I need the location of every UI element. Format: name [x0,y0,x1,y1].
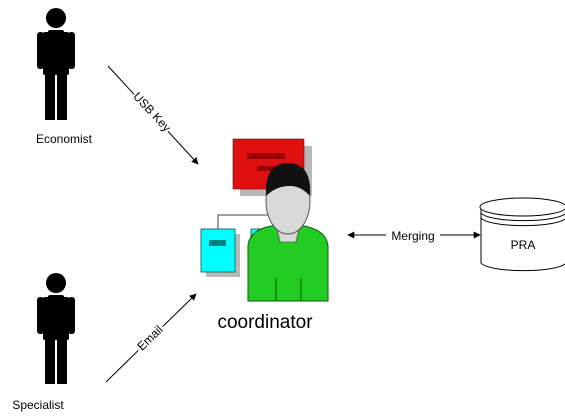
merging-label: Merging [391,229,434,243]
specialist-person-icon [37,273,75,384]
usb-label: USB Key [130,89,173,134]
cyan-document-bar [209,240,226,246]
coordinator-person-icon [247,162,329,302]
red-document-bar [257,166,287,171]
economist-person-icon [37,8,75,120]
document-connector [217,214,270,230]
cyan-document-icon [200,228,236,273]
database-label: PRA [511,238,536,252]
email-label-background [132,321,168,356]
coordinator-label: coordinator [217,312,313,333]
merging-label-background [386,227,440,243]
specialist-label: Specialist [12,398,64,412]
usb-label-background [129,88,175,136]
economist-label: Economist [36,132,93,146]
database-icon [479,197,565,272]
red-document-bar [247,153,285,159]
